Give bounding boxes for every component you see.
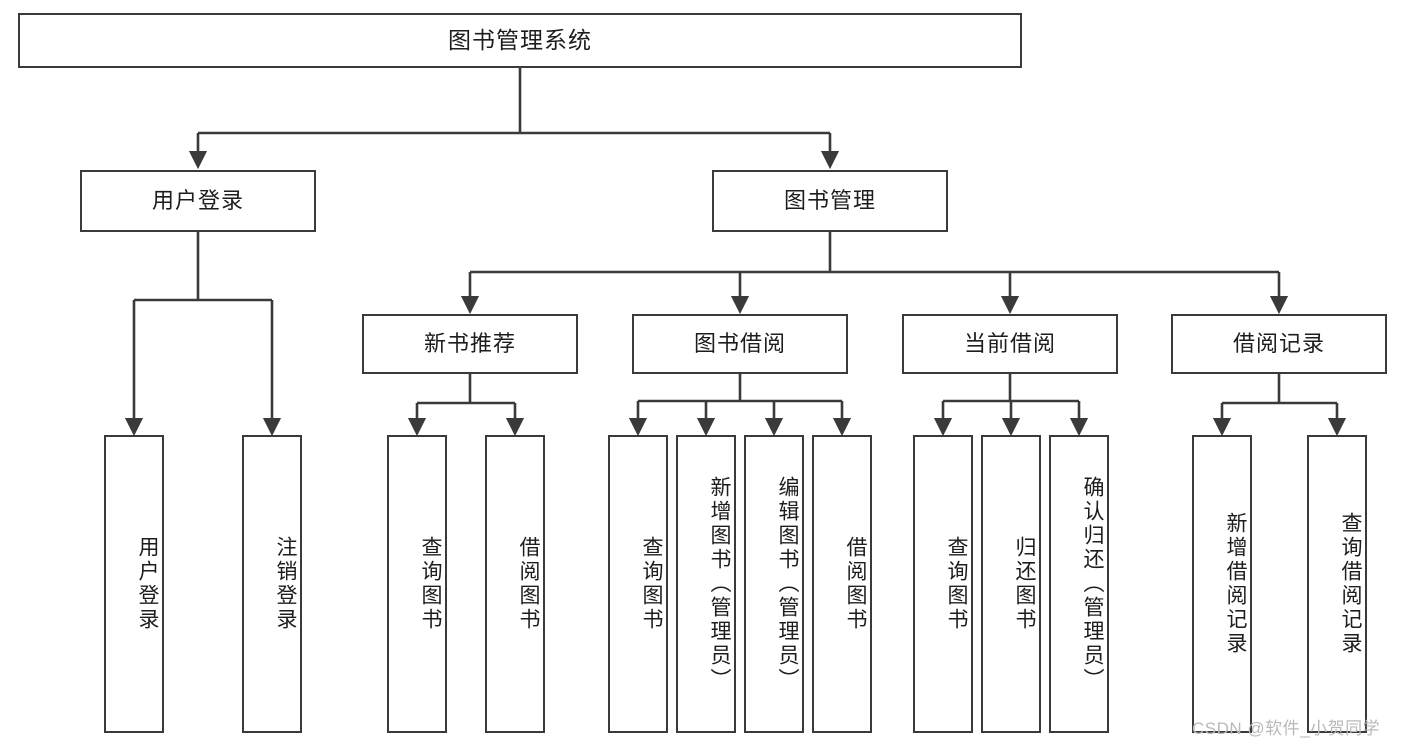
leaf-query-books-borrow[interactable]: 查询图书 <box>608 435 668 733</box>
leaf-label: 注销登录 <box>274 536 297 632</box>
leaf-edit-book-admin[interactable]: 编辑图书（管理员） <box>744 435 804 733</box>
leaf-label: 查询图书 <box>419 536 442 632</box>
leaf-label: 用户登录 <box>136 536 159 632</box>
csdn-watermark: CSDN @软件_小贺同学 <box>1192 719 1381 738</box>
leaf-borrow-books-recommend[interactable]: 借阅图书 <box>485 435 545 733</box>
leaf-label: 查询图书 <box>640 536 663 632</box>
leaf-label: 新增借阅记录 <box>1224 512 1247 656</box>
leaf-label: 确认归还（管理员） <box>1081 476 1104 692</box>
node-borrow-records[interactable]: 借阅记录 <box>1171 314 1387 374</box>
leaf-borrow-books[interactable]: 借阅图书 <box>812 435 872 733</box>
node-new-book-recommend[interactable]: 新书推荐 <box>362 314 578 374</box>
leaf-return-books[interactable]: 归还图书 <box>981 435 1041 733</box>
leaf-label: 新增图书（管理员） <box>708 476 731 692</box>
leaf-label: 归还图书 <box>1013 536 1036 632</box>
leaf-user-login[interactable]: 用户登录 <box>104 435 164 733</box>
leaf-add-borrow-record[interactable]: 新增借阅记录 <box>1192 435 1252 733</box>
node-book-borrow[interactable]: 图书借阅 <box>632 314 848 374</box>
leaf-logout[interactable]: 注销登录 <box>242 435 302 733</box>
leaf-label: 借阅图书 <box>517 536 540 632</box>
leaf-label: 查询图书 <box>945 536 968 632</box>
leaf-confirm-return-admin[interactable]: 确认归还（管理员） <box>1049 435 1109 733</box>
leaf-add-book-admin[interactable]: 新增图书（管理员） <box>676 435 736 733</box>
leaf-label: 编辑图书（管理员） <box>776 476 799 692</box>
node-book-management[interactable]: 图书管理 <box>712 170 948 232</box>
node-user-login[interactable]: 用户登录 <box>80 170 316 232</box>
leaf-query-books-recommend[interactable]: 查询图书 <box>387 435 447 733</box>
node-current-borrow[interactable]: 当前借阅 <box>902 314 1118 374</box>
leaf-label: 借阅图书 <box>844 536 867 632</box>
leaf-query-borrow-record[interactable]: 查询借阅记录 <box>1307 435 1367 733</box>
leaf-query-books-current[interactable]: 查询图书 <box>913 435 973 733</box>
leaf-label: 查询借阅记录 <box>1339 512 1362 656</box>
node-root[interactable]: 图书管理系统 <box>18 13 1022 68</box>
